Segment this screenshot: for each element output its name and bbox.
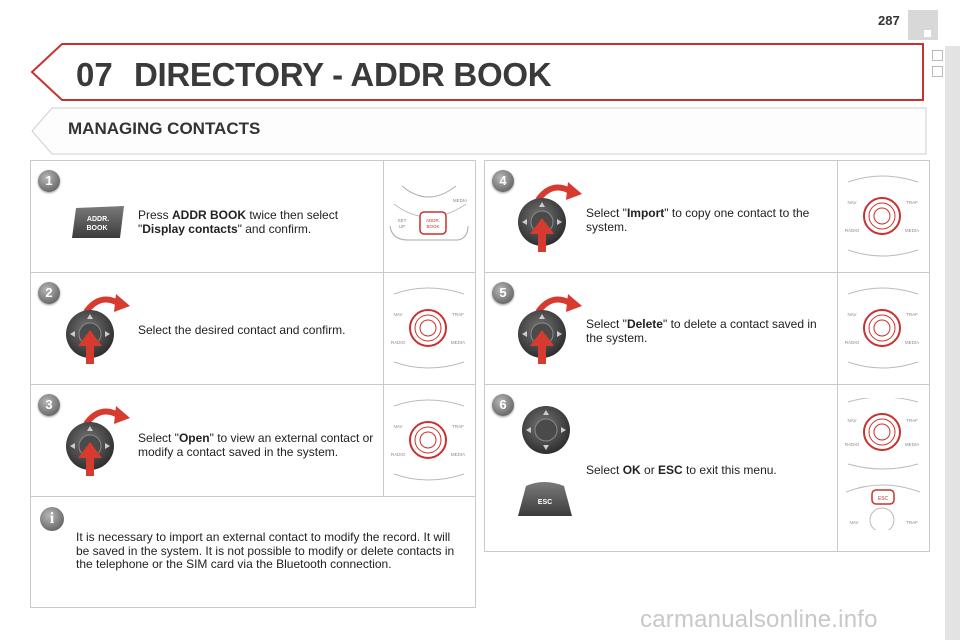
svg-text:BOOK: BOOK bbox=[87, 225, 108, 232]
front-panel-knob-illustration: NAV TRAF RADIO MEDIA bbox=[845, 398, 919, 470]
svg-text:TRAF: TRAF bbox=[452, 312, 464, 317]
svg-text:RADIO: RADIO bbox=[845, 442, 860, 447]
svg-text:RADIO: RADIO bbox=[845, 340, 860, 345]
step-5-text: Select "Delete" to delete a contact save… bbox=[586, 317, 817, 345]
svg-text:ADDR.: ADDR. bbox=[426, 218, 440, 223]
esc-button-icon: ESC bbox=[518, 482, 572, 516]
rotate-knob-icon bbox=[66, 294, 130, 364]
rotate-knob-icon bbox=[518, 182, 582, 252]
svg-text:NAV: NAV bbox=[848, 200, 857, 205]
svg-text:UP: UP bbox=[399, 224, 405, 229]
step-badge-4: 4 bbox=[492, 170, 514, 192]
svg-text:TRAF: TRAF bbox=[906, 200, 918, 205]
svg-text:MEDIA: MEDIA bbox=[905, 228, 919, 233]
addr-book-button-icon: ADDR. BOOK bbox=[72, 206, 124, 238]
step-2-text: Select the desired contact and confirm. bbox=[138, 323, 346, 337]
watermark: carmanualsonline.info bbox=[640, 606, 878, 633]
svg-text:NAV: NAV bbox=[848, 418, 857, 423]
svg-text:ADDR.: ADDR. bbox=[87, 216, 109, 223]
svg-text:MEDIA: MEDIA bbox=[451, 340, 465, 345]
step-badge-1: 1 bbox=[38, 170, 60, 192]
step-badge-3: 3 bbox=[38, 394, 60, 416]
rotate-knob-icon bbox=[66, 406, 130, 476]
chapter-number: 07 bbox=[76, 56, 113, 93]
step-1-text: Press ADDR BOOK twice then select "Displ… bbox=[138, 208, 339, 236]
step-4-text: Select "Import" to copy one contact to t… bbox=[586, 206, 810, 234]
page-sidebar bbox=[945, 46, 960, 640]
svg-text:ESC: ESC bbox=[878, 496, 889, 502]
rotate-knob-icon bbox=[518, 294, 582, 364]
step-badge-2: 2 bbox=[38, 282, 60, 304]
svg-text:NAV: NAV bbox=[850, 520, 859, 525]
step-badge-6: 6 bbox=[492, 394, 514, 416]
svg-text:ESC: ESC bbox=[538, 499, 552, 506]
svg-text:NAV: NAV bbox=[394, 424, 403, 429]
front-panel-knob-illustration: NAV TRAF RADIO MEDIA bbox=[391, 399, 465, 481]
svg-text:RADIO: RADIO bbox=[845, 228, 860, 233]
svg-text:TRAF: TRAF bbox=[906, 418, 918, 423]
step-3-text: Select "Open" to view an external contac… bbox=[138, 431, 374, 459]
front-panel-knob-illustration: NAV TRAF RADIO MEDIA bbox=[845, 287, 919, 369]
page-number: 287 bbox=[878, 13, 900, 28]
svg-text:NAV: NAV bbox=[848, 312, 857, 317]
margin-square-icon bbox=[932, 66, 943, 77]
chapter-frame bbox=[30, 43, 924, 101]
svg-text:BOOK: BOOK bbox=[426, 224, 439, 229]
page-tab bbox=[908, 10, 938, 40]
info-icon: i bbox=[40, 507, 64, 531]
svg-text:RADIO: RADIO bbox=[391, 340, 406, 345]
section-frame bbox=[31, 107, 927, 155]
margin-square-icon bbox=[932, 50, 943, 61]
front-panel-knob-illustration: NAV TRAF RADIO MEDIA bbox=[391, 287, 465, 369]
svg-text:TRAF: TRAF bbox=[906, 312, 918, 317]
section-title: MANAGING CONTACTS bbox=[68, 119, 261, 138]
svg-text:SET: SET bbox=[398, 218, 407, 223]
svg-text:MEDIA: MEDIA bbox=[905, 340, 919, 345]
front-panel-esc-illustration: ESC NAV TRAF bbox=[845, 484, 921, 530]
info-note-text: It is necessary to import an external co… bbox=[76, 530, 455, 571]
svg-text:RADIO: RADIO bbox=[391, 452, 406, 457]
step-badge-5: 5 bbox=[492, 282, 514, 304]
step-6-text: Select OK or ESC to exit this menu. bbox=[586, 463, 777, 477]
chapter-title: DIRECTORY - ADDR BOOK bbox=[134, 56, 552, 93]
svg-text:MEDIA: MEDIA bbox=[453, 198, 467, 203]
svg-text:NAV: NAV bbox=[394, 312, 403, 317]
svg-text:TRAF: TRAF bbox=[452, 424, 464, 429]
svg-text:MEDIA: MEDIA bbox=[905, 442, 919, 447]
svg-text:TRAF: TRAF bbox=[906, 520, 918, 525]
front-panel-addr-book-illustration: ADDR. BOOK SET UP MEDIA bbox=[389, 185, 469, 241]
front-panel-knob-illustration: NAV TRAF RADIO MEDIA bbox=[845, 175, 919, 257]
knob-press-icon bbox=[522, 406, 570, 454]
svg-text:MEDIA: MEDIA bbox=[451, 452, 465, 457]
